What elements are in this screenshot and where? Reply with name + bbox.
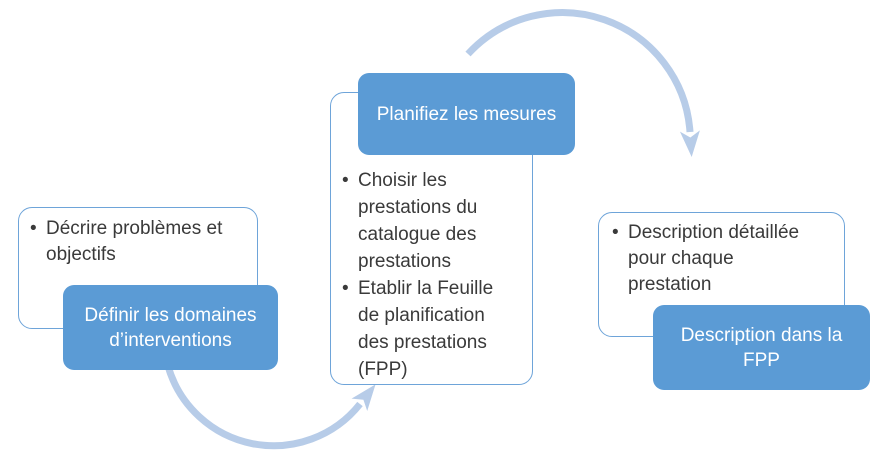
step2-bullet-list: • Choisir les prestations du catalogue d… <box>342 167 524 383</box>
bullet-icon: • <box>30 218 37 239</box>
bullet-text: Etablir la Feuille de planification des … <box>358 278 494 380</box>
bullet-item: • Décrire problèmes et objectifs <box>30 216 248 268</box>
bullet-text: Décrire problèmes et objectifs <box>46 218 223 265</box>
step1-label-text: Définir les domaines d’interventions <box>84 304 257 351</box>
bullet-text: Choisir les prestations du catalogue des… <box>358 170 478 272</box>
step2-label-text: Planifiez les mesures <box>376 103 557 125</box>
step3-label-chip: Description dans la FPP <box>653 305 870 390</box>
step3-bullet-list: • Description détaillée pour chaque pres… <box>612 220 838 298</box>
bullet-item: • Choisir les prestations du catalogue d… <box>342 167 524 275</box>
step1-bullet-list: • Décrire problèmes et objectifs <box>30 216 248 268</box>
bullet-item: • Etablir la Feuille de planification de… <box>342 275 524 383</box>
step2-label-chip: Planifiez les mesures <box>358 73 575 155</box>
bullet-icon: • <box>342 278 349 299</box>
bullet-icon: • <box>612 222 619 243</box>
step1-label-chip: Définir les domaines d’interventions <box>63 285 278 370</box>
bullet-icon: • <box>342 170 349 191</box>
bullet-text: Description détaillée pour chaque presta… <box>628 222 800 295</box>
step3-label-text: Description dans la FPP <box>680 324 843 371</box>
bullet-item: • Description détaillée pour chaque pres… <box>612 220 838 298</box>
